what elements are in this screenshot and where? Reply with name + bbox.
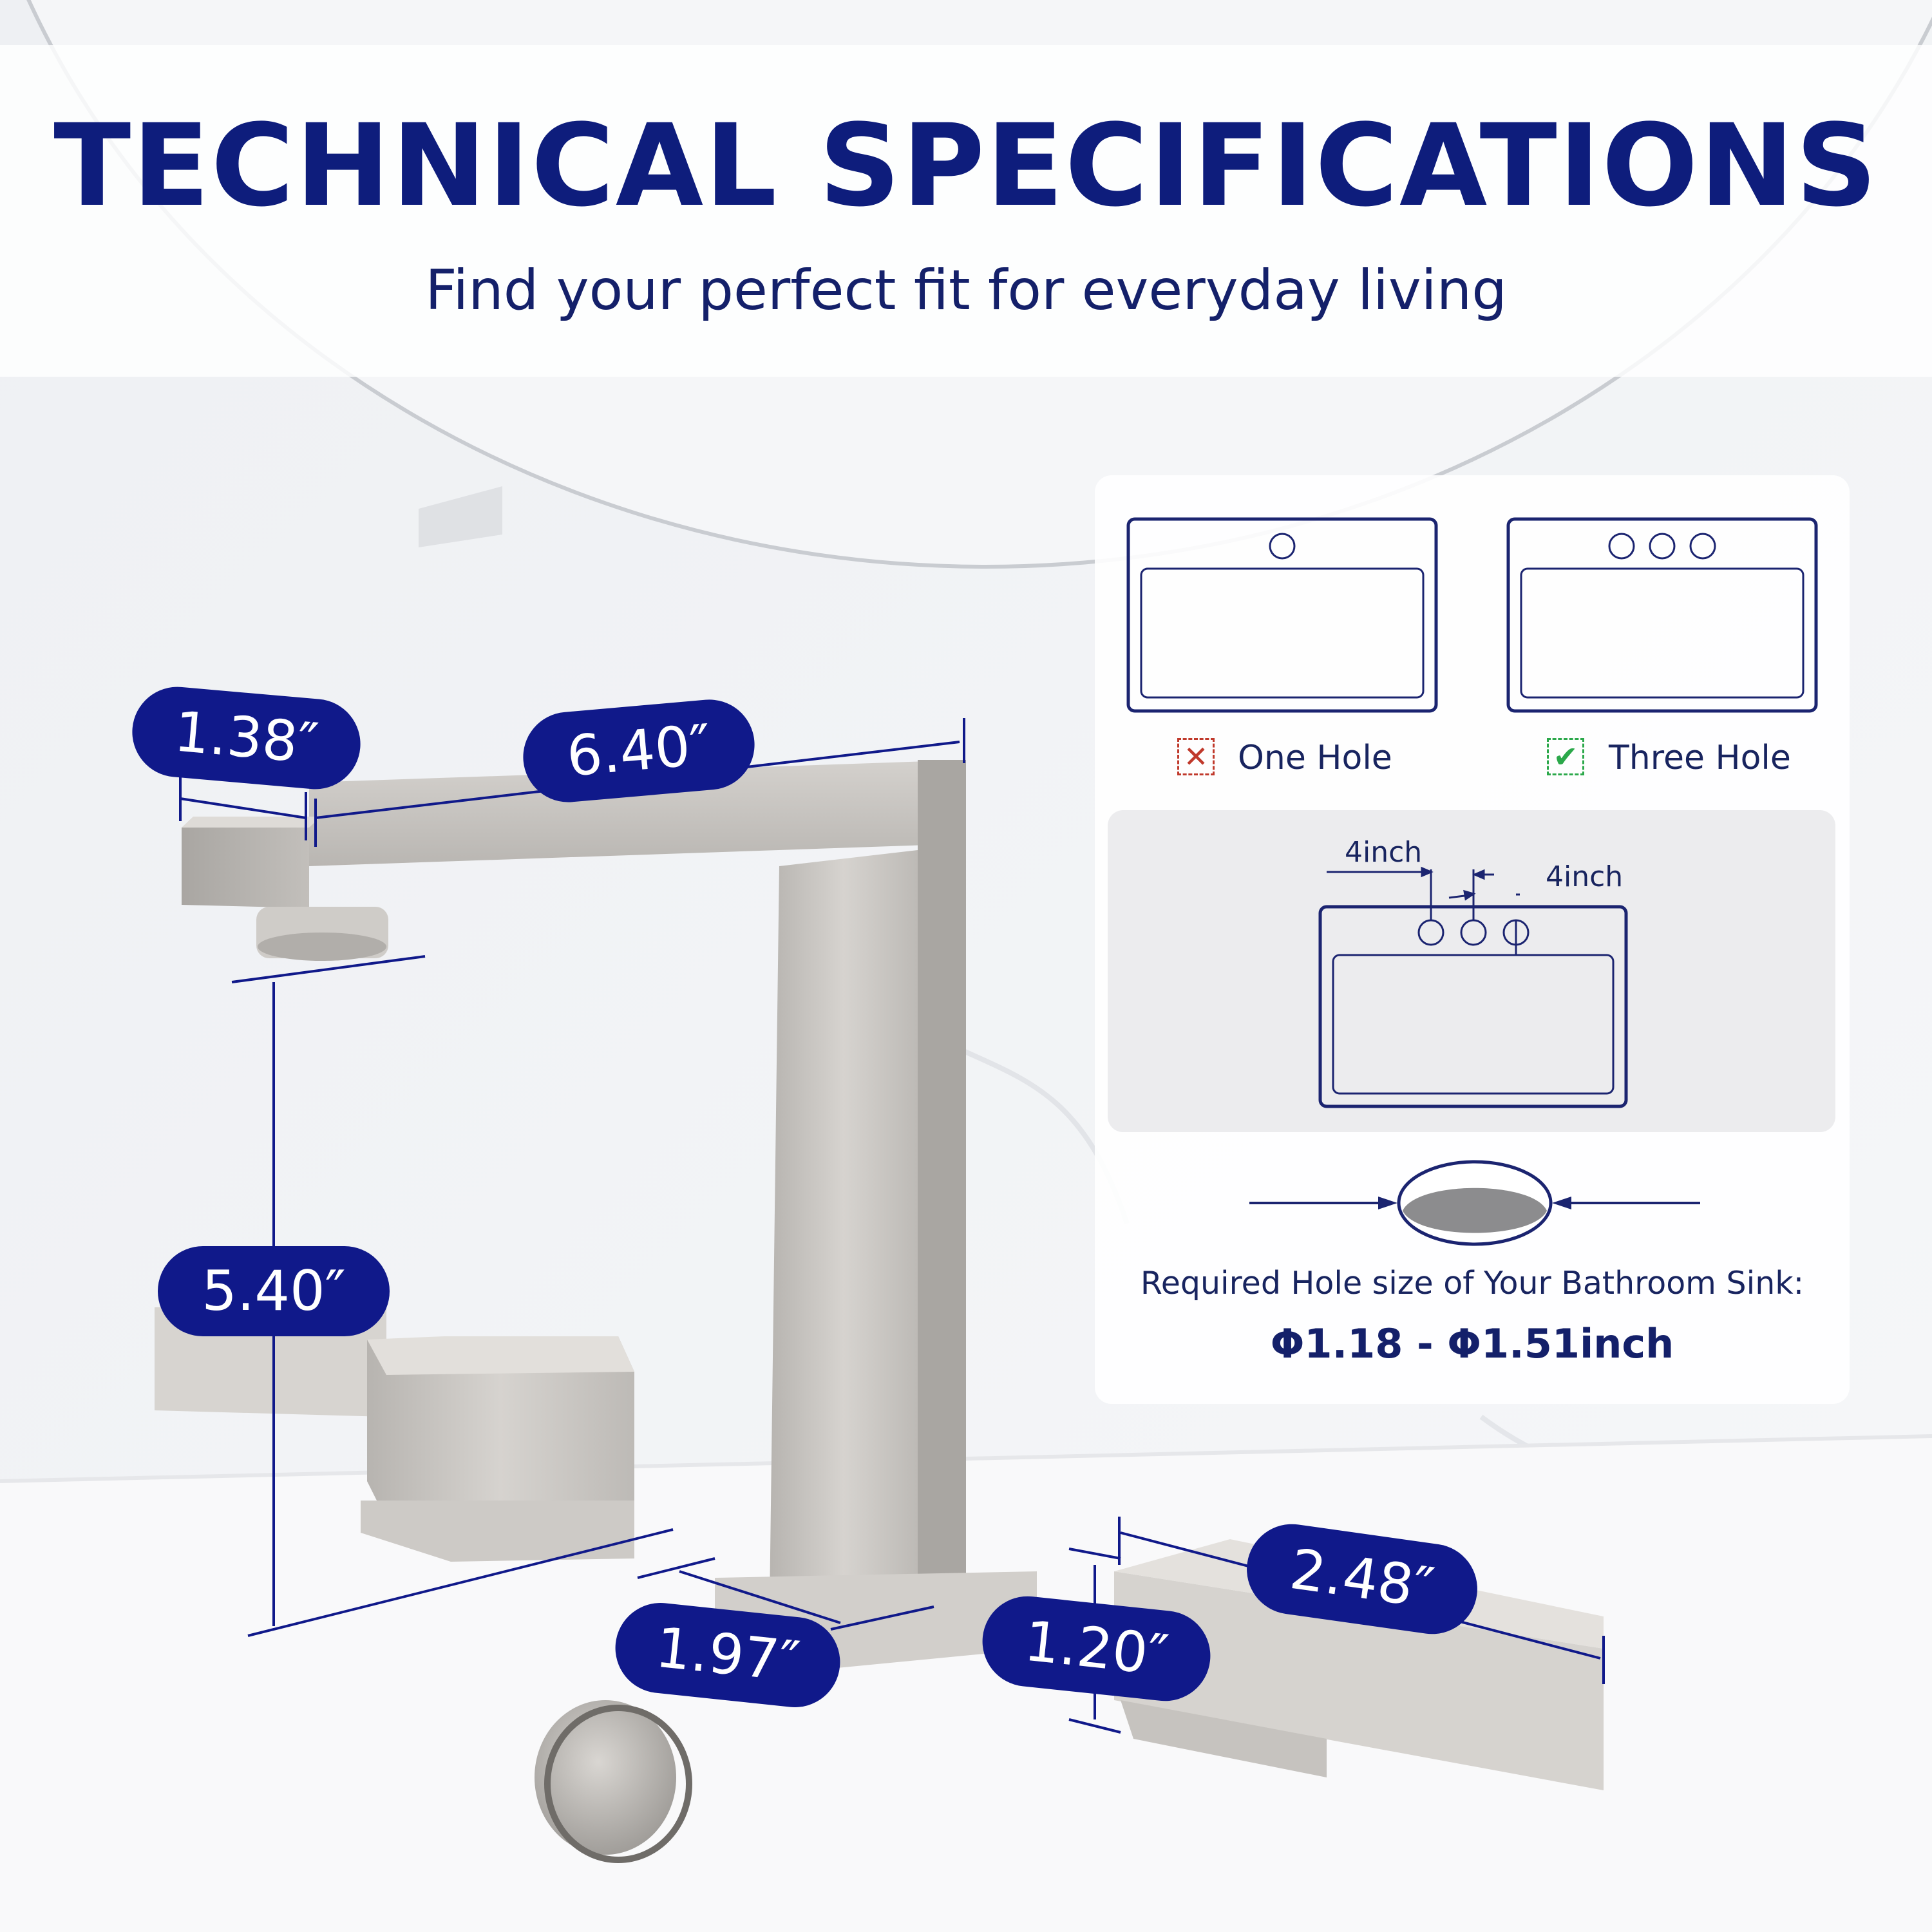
required-hole-size-text: Required Hole size of Your Bathroom Sink… <box>1140 1265 1804 1302</box>
faucet-body-side <box>918 760 966 1604</box>
left-handle-top <box>367 1336 634 1375</box>
left-handle-block <box>367 1336 634 1533</box>
drain-stopper-rim <box>544 1705 692 1863</box>
dimension-spout-height: 5.40″ <box>158 1246 390 1336</box>
spout-tip <box>182 828 309 908</box>
sink-three-hole-icon <box>1506 517 1818 713</box>
three-hole-label: Three Hole <box>1609 739 1791 777</box>
page-title: TECHNICAL SPECIFICATIONS <box>53 100 1879 232</box>
spout-tip-top <box>182 817 321 828</box>
check-mark-icon: ✔ <box>1547 738 1584 775</box>
header-band <box>0 45 1932 377</box>
aerator-rim <box>258 933 386 961</box>
hole-spacing-diagram <box>1318 866 1628 1108</box>
x-mark-icon: ✕ <box>1177 738 1215 775</box>
dimension-lines <box>179 718 1605 1734</box>
spout-arm <box>309 760 966 866</box>
right-handle-lever <box>1114 1571 1604 1790</box>
one-hole-label: One Hole <box>1238 739 1392 777</box>
sink-one-hole-icon <box>1126 517 1438 713</box>
mirror-reflection <box>419 486 502 547</box>
hole-spacing-left-label: 4inch <box>1345 836 1423 869</box>
faucet-body <box>770 850 918 1604</box>
required-hole-size-value: Φ1.18 - Φ1.51inch <box>1270 1320 1674 1367</box>
left-handle-base <box>361 1501 634 1562</box>
right-handle-base <box>1121 1700 1327 1777</box>
hole-spacing-panel: 4inch 4inch <box>1108 810 1835 1132</box>
hole-size-icon <box>1249 1160 1700 1246</box>
hole-spacing-right-label: 4inch <box>1546 860 1624 893</box>
sink-hole-diagrams <box>1126 517 1818 713</box>
drain-stopper <box>535 1700 676 1855</box>
page-subtitle: Find your perfect fit for everyday livin… <box>425 258 1507 323</box>
compatibility-card: ✕ One Hole ✔ Three Hole <box>1095 475 1850 1404</box>
